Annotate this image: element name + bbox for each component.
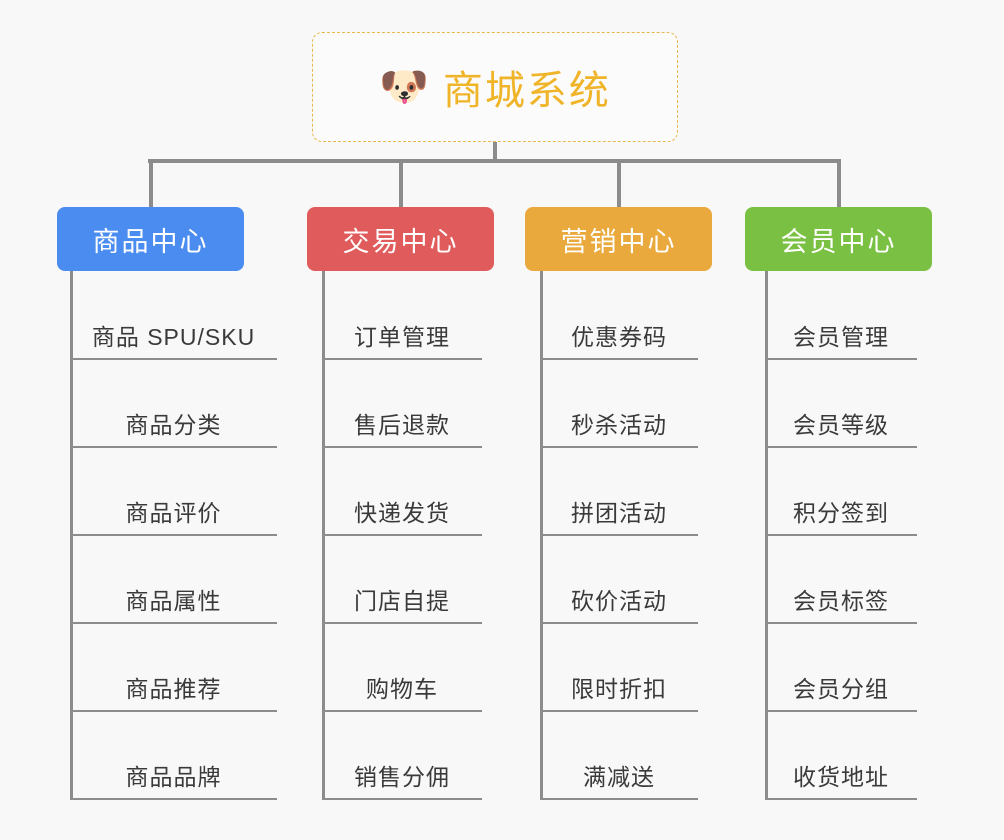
leaf-item[interactable]: 商品评价 bbox=[70, 448, 277, 536]
category-header-product-center[interactable]: 商品中心 bbox=[57, 207, 244, 271]
leaf-item-label: 商品属性 bbox=[125, 588, 222, 614]
leaf-item-label: 订单管理 bbox=[354, 324, 450, 350]
connector-drop-member-center bbox=[836, 159, 841, 207]
leaf-item-label: 优惠券码 bbox=[571, 324, 667, 350]
leaf-item[interactable]: 订单管理 bbox=[322, 272, 482, 360]
leaf-item-label: 秒杀活动 bbox=[571, 412, 667, 438]
leaf-item[interactable]: 满减送 bbox=[540, 712, 698, 800]
category-header-member-center[interactable]: 会员中心 bbox=[745, 207, 932, 271]
leaf-item[interactable]: 会员等级 bbox=[765, 360, 917, 448]
leaf-item-label: 快递发货 bbox=[354, 500, 450, 526]
leaf-item[interactable]: 门店自提 bbox=[322, 536, 482, 624]
leaf-item[interactable]: 拼团活动 bbox=[540, 448, 698, 536]
connector-drop-trade-center bbox=[398, 159, 403, 207]
leaf-item-label: 销售分佣 bbox=[354, 764, 450, 790]
leaf-item[interactable]: 商品 SPU/SKU bbox=[70, 272, 277, 360]
leaf-item-label: 门店自提 bbox=[354, 588, 450, 614]
leaf-item-label: 会员分组 bbox=[793, 676, 889, 702]
leaf-item[interactable]: 积分签到 bbox=[765, 448, 917, 536]
leaf-item-label: 商品分类 bbox=[125, 412, 222, 438]
leaf-item-label: 商品推荐 bbox=[125, 676, 222, 702]
leaf-item-label: 购物车 bbox=[366, 676, 438, 702]
leaf-item[interactable]: 限时折扣 bbox=[540, 624, 698, 712]
leaf-item-label: 限时折扣 bbox=[571, 676, 667, 702]
leaf-item-label: 售后退款 bbox=[354, 412, 450, 438]
leaf-item[interactable]: 商品推荐 bbox=[70, 624, 277, 712]
connector-drop-marketing-center bbox=[616, 159, 621, 207]
leaf-item[interactable]: 售后退款 bbox=[322, 360, 482, 448]
leaf-item[interactable]: 会员管理 bbox=[765, 272, 917, 360]
root-node[interactable]: 🐶 商城系统 bbox=[312, 32, 678, 142]
leaf-item-label: 收货地址 bbox=[793, 764, 889, 790]
category-header-marketing-center[interactable]: 营销中心 bbox=[525, 207, 712, 271]
leaf-item[interactable]: 优惠券码 bbox=[540, 272, 698, 360]
leaf-item[interactable]: 砍价活动 bbox=[540, 536, 698, 624]
leaf-item-label: 商品评价 bbox=[125, 500, 222, 526]
leaf-item[interactable]: 会员标签 bbox=[765, 536, 917, 624]
shiba-dog-emoji: 🐶 bbox=[379, 65, 429, 109]
leaf-item-label: 满减送 bbox=[583, 764, 655, 790]
root-title: 商城系统 bbox=[442, 69, 611, 113]
leaf-item[interactable]: 购物车 bbox=[322, 624, 482, 712]
connector-drop-product-center bbox=[148, 159, 153, 207]
leaf-item-label: 商品 SPU/SKU bbox=[91, 324, 256, 350]
leaf-item[interactable]: 快递发货 bbox=[322, 448, 482, 536]
connector-horizontal-bus bbox=[148, 159, 840, 163]
leaf-item[interactable]: 销售分佣 bbox=[322, 712, 482, 800]
leaf-item-label: 商品品牌 bbox=[125, 764, 222, 790]
leaf-item[interactable]: 商品属性 bbox=[70, 536, 277, 624]
leaf-item[interactable]: 收货地址 bbox=[765, 712, 917, 800]
leaf-item-label: 积分签到 bbox=[793, 500, 889, 526]
leaf-item-label: 拼团活动 bbox=[571, 500, 667, 526]
leaf-item[interactable]: 会员分组 bbox=[765, 624, 917, 712]
connector-root-stem bbox=[493, 142, 497, 162]
leaf-item[interactable]: 商品分类 bbox=[70, 360, 277, 448]
leaf-item-label: 会员标签 bbox=[793, 588, 889, 614]
leaf-item-label: 会员管理 bbox=[793, 324, 889, 350]
leaf-item[interactable]: 商品品牌 bbox=[70, 712, 277, 800]
category-header-trade-center[interactable]: 交易中心 bbox=[307, 207, 494, 271]
leaf-item-label: 砍价活动 bbox=[571, 588, 667, 614]
leaf-item[interactable]: 秒杀活动 bbox=[540, 360, 698, 448]
leaf-item-label: 会员等级 bbox=[793, 412, 889, 438]
